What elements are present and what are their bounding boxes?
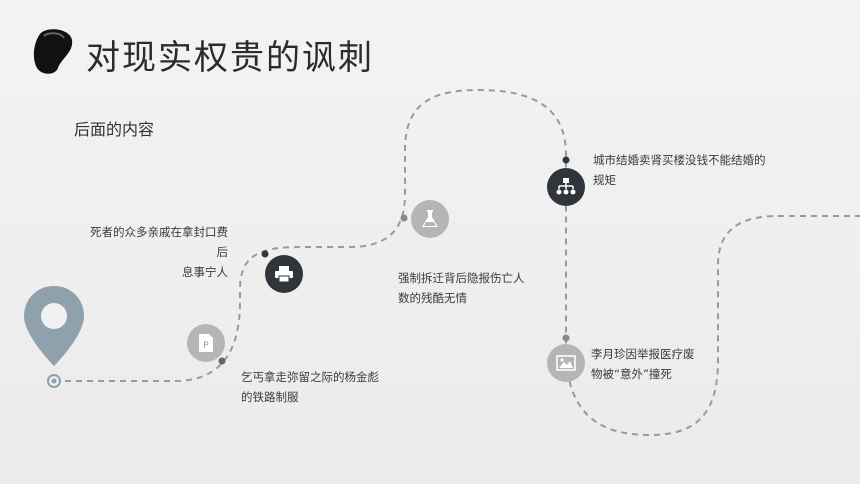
path-dot — [261, 250, 269, 258]
step1-circle: P — [187, 324, 225, 362]
step3-text: 强制拆迁背后隐报伤亡人 数的残酷无情 — [398, 271, 525, 305]
printer-icon — [275, 266, 293, 283]
page-title: 对现实权贵的讽刺 — [86, 38, 374, 78]
step2-text: 死者的众多亲戚在拿封口费 后 息事宁人 — [90, 225, 228, 279]
step4-text: 城市结婚卖肾买楼没钱不能结婚的 规矩 — [593, 153, 766, 187]
step3-circle — [411, 200, 449, 238]
hierarchy-icon — [556, 178, 576, 195]
document-p-icon: P — [199, 334, 213, 352]
path-dot — [562, 156, 570, 164]
location-pin-icon — [24, 286, 84, 366]
flask-icon — [422, 210, 438, 227]
logo-icon — [33, 29, 73, 74]
svg-text:P: P — [203, 341, 209, 351]
path-dot — [400, 214, 408, 222]
step5-circle — [547, 344, 585, 382]
step4-circle — [547, 168, 585, 206]
picture-icon — [556, 355, 576, 371]
step1-text: 乞丐拿走弥留之际的杨金彪 的铁路制服 — [241, 370, 379, 404]
path-dot — [218, 357, 226, 365]
step5-text: 李月珍因举报医疗废 物被“意外”撞死 — [591, 347, 695, 381]
path-dot — [562, 334, 570, 342]
step2-circle — [265, 255, 303, 293]
subtitle: 后面的内容 — [74, 120, 155, 139]
